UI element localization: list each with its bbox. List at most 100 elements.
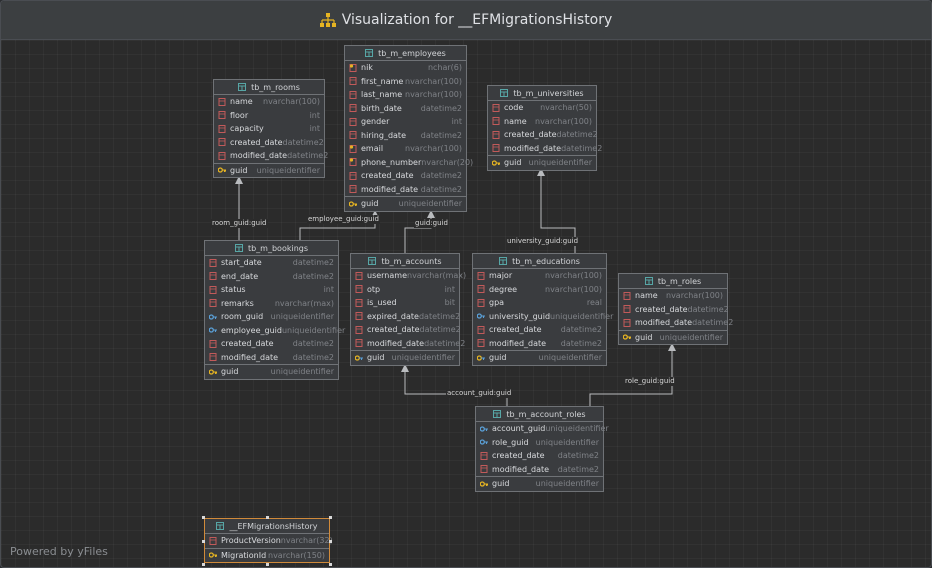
selection-handle[interactable] xyxy=(329,563,332,566)
column-row[interactable]: code nvarchar(50) xyxy=(488,101,596,115)
column-type: nvarchar(32) xyxy=(280,536,333,546)
column-name: email xyxy=(361,144,384,154)
column-name: nik xyxy=(361,63,373,73)
selection-handle[interactable] xyxy=(202,563,205,566)
column-type: datetime2 xyxy=(282,137,324,147)
column-type: datetime2 xyxy=(420,171,462,181)
table-header[interactable]: __EFMigrationsHistory xyxy=(205,519,329,534)
table-icon xyxy=(644,277,653,285)
table-header[interactable]: tb_m_roles xyxy=(619,274,727,289)
table-header[interactable]: tb_m_rooms xyxy=(214,80,324,95)
selection-handle[interactable] xyxy=(329,540,332,543)
column-type: nvarchar(100) xyxy=(535,116,592,126)
column-type: bit xyxy=(444,298,455,308)
selection-handle[interactable] xyxy=(329,516,332,519)
selection-handle[interactable] xyxy=(202,516,205,519)
column-type: datetime2 xyxy=(420,130,462,140)
column-type: nvarchar(50) xyxy=(540,103,592,113)
selection-handle[interactable] xyxy=(202,540,205,543)
column-name: code xyxy=(504,103,524,113)
column-type: uniqueidentifier xyxy=(391,353,455,363)
column-icon xyxy=(349,185,357,194)
fk-icon xyxy=(480,439,488,445)
table-header[interactable]: tb_m_universities xyxy=(488,86,596,101)
column-type: uniqueidentifier xyxy=(281,325,346,335)
table-header[interactable]: tb_m_account_roles xyxy=(476,407,603,422)
table-header[interactable]: tb_m_accounts xyxy=(351,254,459,269)
table-header[interactable]: tb_m_bookings xyxy=(205,241,338,256)
column-icon xyxy=(349,171,357,180)
selection-handle[interactable] xyxy=(266,563,269,566)
key-icon xyxy=(480,481,488,487)
column-icon xyxy=(218,124,226,133)
table-header[interactable]: tb_m_educations xyxy=(473,254,606,269)
table-header[interactable]: tb_m_employees xyxy=(345,46,466,61)
selection-handle[interactable] xyxy=(266,516,269,519)
